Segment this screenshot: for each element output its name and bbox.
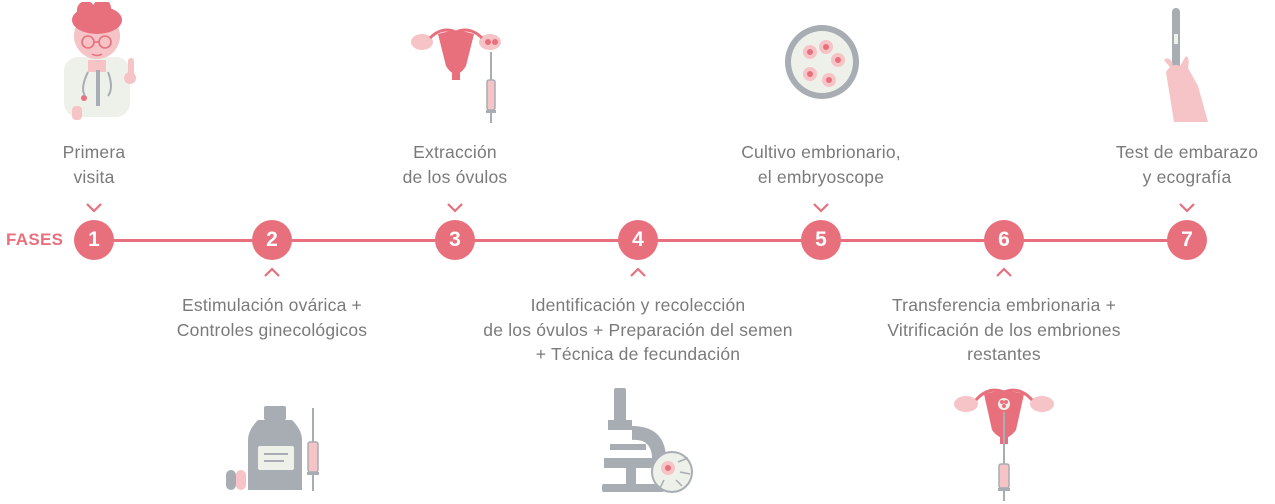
- phase-3-circle: 3: [435, 220, 475, 260]
- phase-7-circle: 7: [1167, 220, 1207, 260]
- microscope-icon: [602, 388, 693, 493]
- phases-title: FASES: [6, 230, 64, 249]
- doctor-icon: [64, 2, 136, 120]
- medication-icon: [226, 406, 319, 491]
- phase-4-label: Identificación y recolección de los óvul…: [483, 295, 793, 364]
- uterus-syringe-icon: [411, 28, 501, 123]
- phase-2-label: Estimulación ovárica + Controles ginecol…: [176, 295, 368, 340]
- chevron-up-icon: [996, 267, 1012, 277]
- chevron-down-icon: [447, 203, 463, 213]
- phase-5-circle: 5: [801, 220, 841, 260]
- chevron-down-icon: [1179, 203, 1195, 213]
- chevron-up-icon: [264, 267, 280, 277]
- chevron-down-icon: [86, 203, 102, 213]
- phase-2-circle: 2: [252, 220, 292, 260]
- phase-6-circle: 6: [984, 220, 1024, 260]
- phase-1-circle: 1: [74, 220, 114, 260]
- phase-3-label: Extracción de los óvulos: [402, 142, 508, 187]
- phase-7-label: Test de embarazo y ecografía: [1115, 142, 1259, 187]
- embryo-transfer-icon: [954, 388, 1054, 501]
- phase-5-label: Cultivo embrionario, el embryoscope: [741, 142, 901, 187]
- chevron-down-icon: [813, 203, 829, 213]
- phase-4-circle: 4: [618, 220, 658, 260]
- pregnancy-test-icon: [1164, 8, 1208, 122]
- petri-dish-icon: [785, 25, 859, 99]
- phase-1-label: Primera visita: [62, 142, 126, 187]
- phase-6-label: Transferencia embrionaria + Vitrificació…: [887, 295, 1121, 364]
- chevron-up-icon: [630, 267, 646, 277]
